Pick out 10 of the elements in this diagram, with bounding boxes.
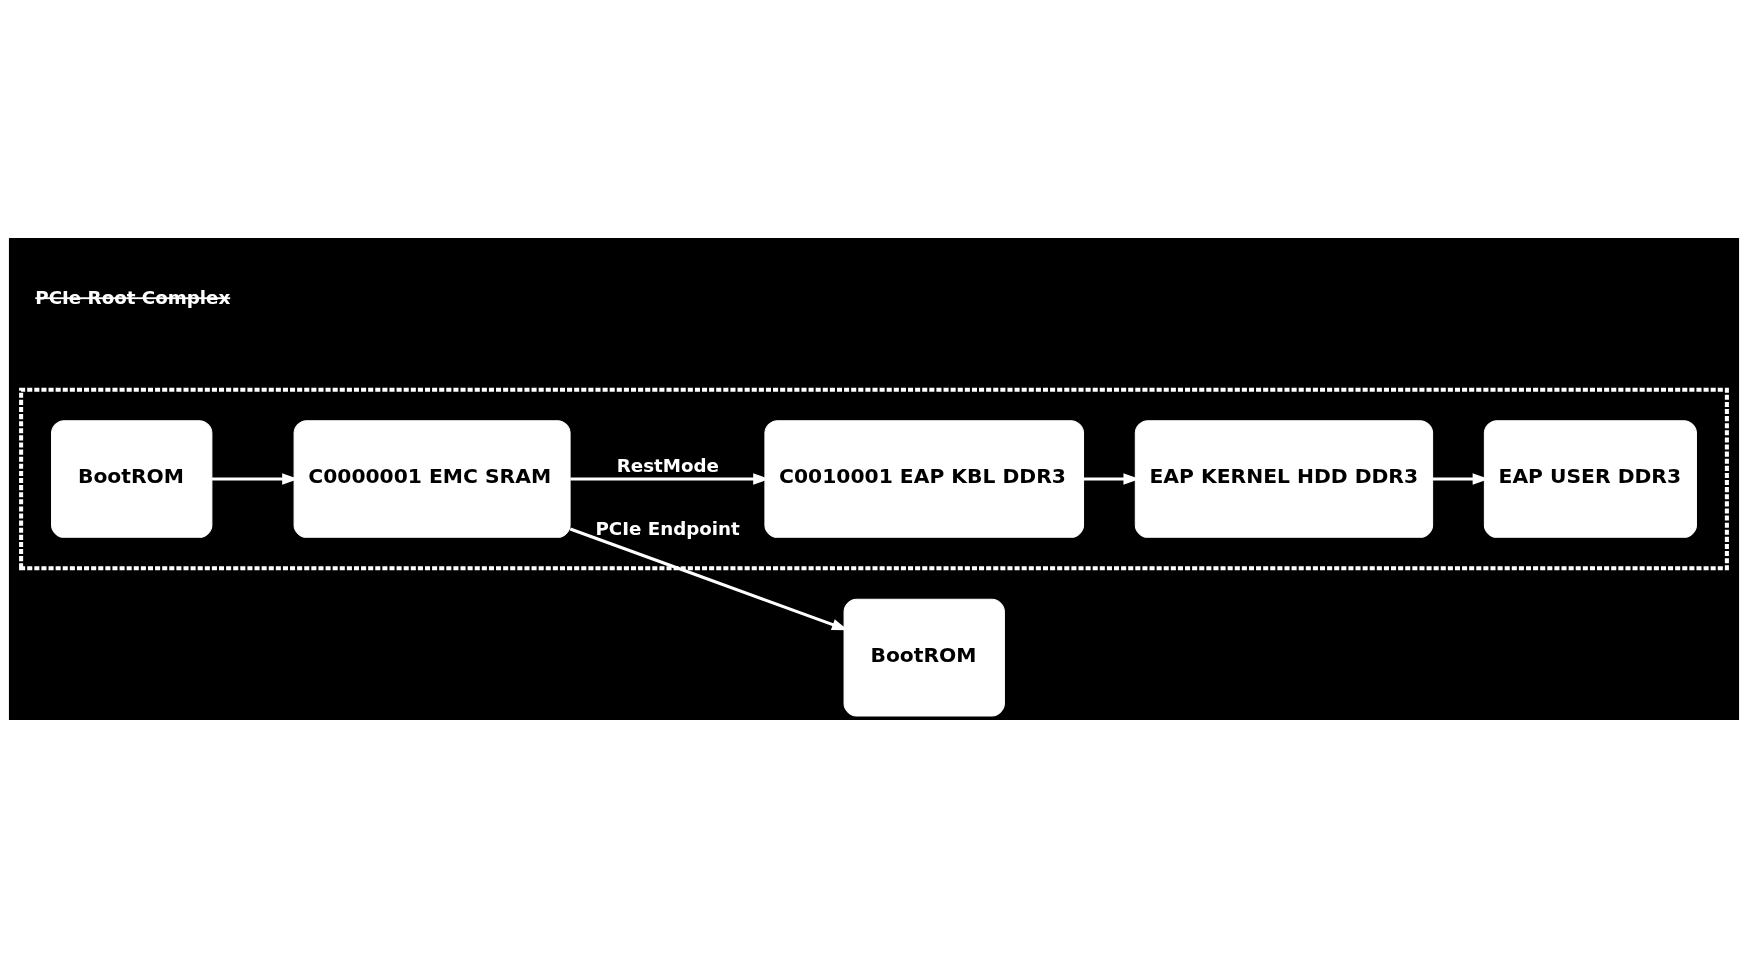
node-box: BootROM — [843, 598, 1005, 717]
node-box: BootROM — [51, 420, 213, 538]
node-box: EAP USER DDR3 — [1483, 420, 1697, 538]
edge-label: PCIe Endpoint — [595, 518, 740, 540]
node-box: EAP KERNEL HDD DDR3 — [1134, 420, 1434, 538]
cluster — [19, 387, 1729, 571]
label: PCIe Root Complex — [35, 286, 231, 308]
node-box: C0010001 EAP KBL DDR3 — [764, 420, 1085, 538]
node-box: C0000001 EMC SRAM — [293, 420, 571, 538]
edge-label: RestMode — [616, 455, 719, 477]
